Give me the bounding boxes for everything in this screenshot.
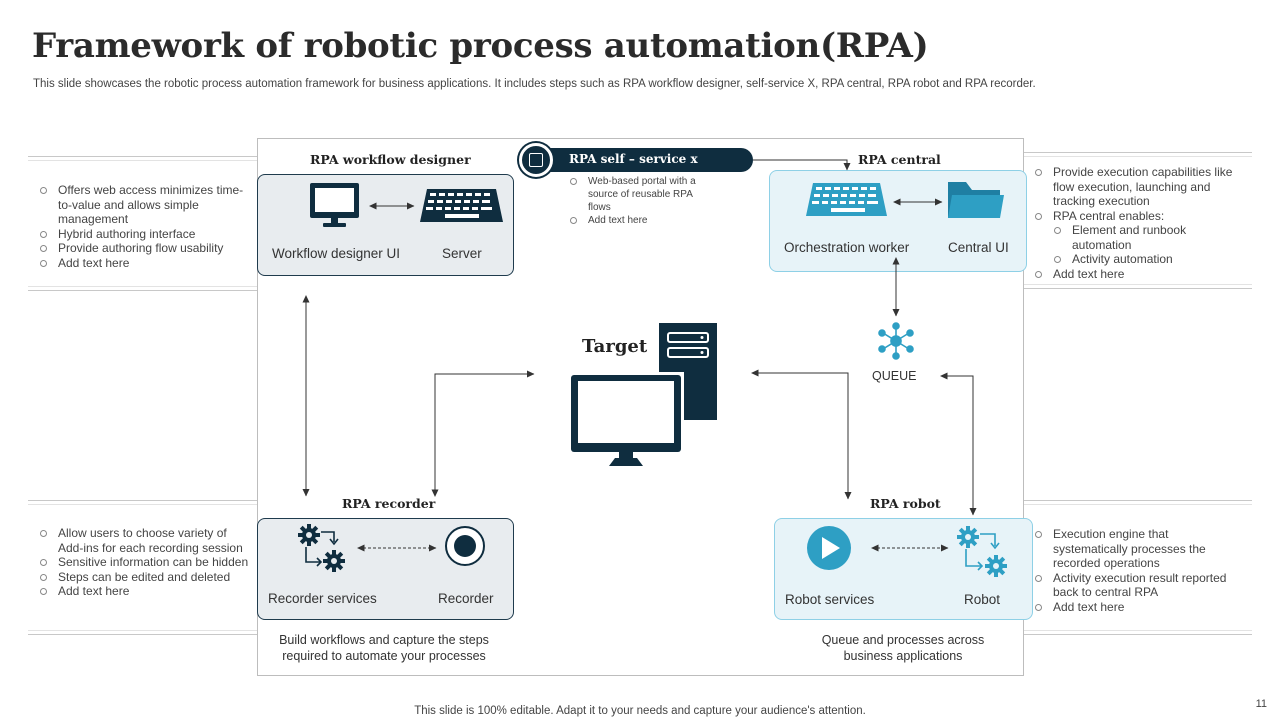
recorder-label: Recorder <box>438 591 494 606</box>
connectors <box>302 159 977 552</box>
list-item: Hybrid authoring interface <box>38 227 250 242</box>
robot-services-label: Robot services <box>785 592 875 607</box>
gears-icon <box>298 524 345 572</box>
rpa-recorder-bullets: Allow users to choose variety of Add-ins… <box>38 526 250 599</box>
rpa-central-bullets: Provide execution capabilities like flow… <box>1033 165 1248 281</box>
list-item: Add text here <box>38 256 250 271</box>
queue-label: QUEUE <box>872 369 917 383</box>
network-icon <box>878 322 914 360</box>
list-item: Activity automation <box>1033 252 1248 267</box>
list-item: Element and runbook automation <box>1033 223 1248 252</box>
list-item: Activity execution result reported back … <box>1033 571 1233 600</box>
list-item: Sensitive information can be hidden <box>38 555 250 570</box>
rpa-recorder-caption: Build workflows and capture the steps re… <box>279 633 489 663</box>
list-item: Add text here <box>568 214 716 227</box>
workflow-designer-bullets: Offers web access minimizes time-to-valu… <box>38 183 250 270</box>
rpa-central-heading: RPA central <box>858 152 941 167</box>
workflow-designer-ui-label: Workflow designer UI <box>272 246 401 261</box>
rpa-central-notes-card: Provide execution capabilities like flow… <box>1023 152 1252 289</box>
robot-label: Robot <box>964 592 1001 607</box>
rpa-recorder-heading: RPA recorder <box>342 496 436 511</box>
keyboard-icon <box>806 183 887 216</box>
list-item: Execution engine that systematically pro… <box>1033 527 1233 571</box>
list-item: Add text here <box>38 584 250 599</box>
slide-subtitle: This slide showcases the robotic process… <box>33 78 1036 90</box>
recorder-services-label: Recorder services <box>268 591 377 606</box>
self-service-central-connector <box>753 159 851 171</box>
gears-icon <box>957 526 1007 577</box>
keyboard-icon <box>420 189 503 222</box>
slide-title: Framework of robotic process automation(… <box>32 26 929 66</box>
target-robot-connector <box>751 369 852 500</box>
rpa-recorder-notes-card: Allow users to choose variety of Add-ins… <box>28 500 258 635</box>
list-item: Web-based portal with a source of reusab… <box>568 175 716 214</box>
self-service-bullets: Web-based portal with a source of reusab… <box>568 175 716 227</box>
list-item: Steps can be edited and deleted <box>38 570 250 585</box>
central-ui-label: Central UI <box>948 240 1009 255</box>
rpa-robot-notes-card: Execution engine that systematically pro… <box>1023 500 1252 635</box>
slide-footer: This slide is 100% editable. Adapt it to… <box>414 705 866 717</box>
play-icon <box>807 526 851 570</box>
queue-robot-connector <box>940 372 977 516</box>
list-item: Add text here <box>1033 600 1233 615</box>
self-service-pill <box>521 148 753 172</box>
list-item: Provide execution capabilities like flow… <box>1033 165 1248 209</box>
rpa-robot-caption: Queue and processes across business appl… <box>821 633 985 663</box>
monitor-icon <box>568 372 684 466</box>
page-number: 11 <box>1255 698 1267 710</box>
list-item: Add text here <box>1033 267 1248 282</box>
recorder-target-connector <box>431 370 535 497</box>
self-service-badge-icon <box>519 143 553 177</box>
orchestration-worker-label: Orchestration worker <box>784 240 910 255</box>
workflow-designer-heading: RPA workflow designer <box>310 152 471 167</box>
monitor-icon <box>310 183 359 227</box>
folder-icon <box>948 182 1004 218</box>
record-icon <box>445 526 485 566</box>
workflow-designer-notes-card: Offers web access minimizes time-to-valu… <box>28 156 258 291</box>
list-item: RPA central enables: <box>1033 209 1248 224</box>
list-item: Offers web access minimizes time-to-valu… <box>38 183 250 227</box>
rpa-central-box <box>769 170 1027 272</box>
server-label: Server <box>442 246 482 261</box>
self-service-heading: RPA self – service x <box>569 152 698 166</box>
rpa-robot-bullets: Execution engine that systematically pro… <box>1033 527 1233 614</box>
list-item: Provide authoring flow usability <box>38 241 250 256</box>
rpa-robot-heading: RPA robot <box>870 496 941 511</box>
target-label: Target <box>582 336 648 357</box>
list-item: Allow users to choose variety of Add-ins… <box>38 526 250 555</box>
